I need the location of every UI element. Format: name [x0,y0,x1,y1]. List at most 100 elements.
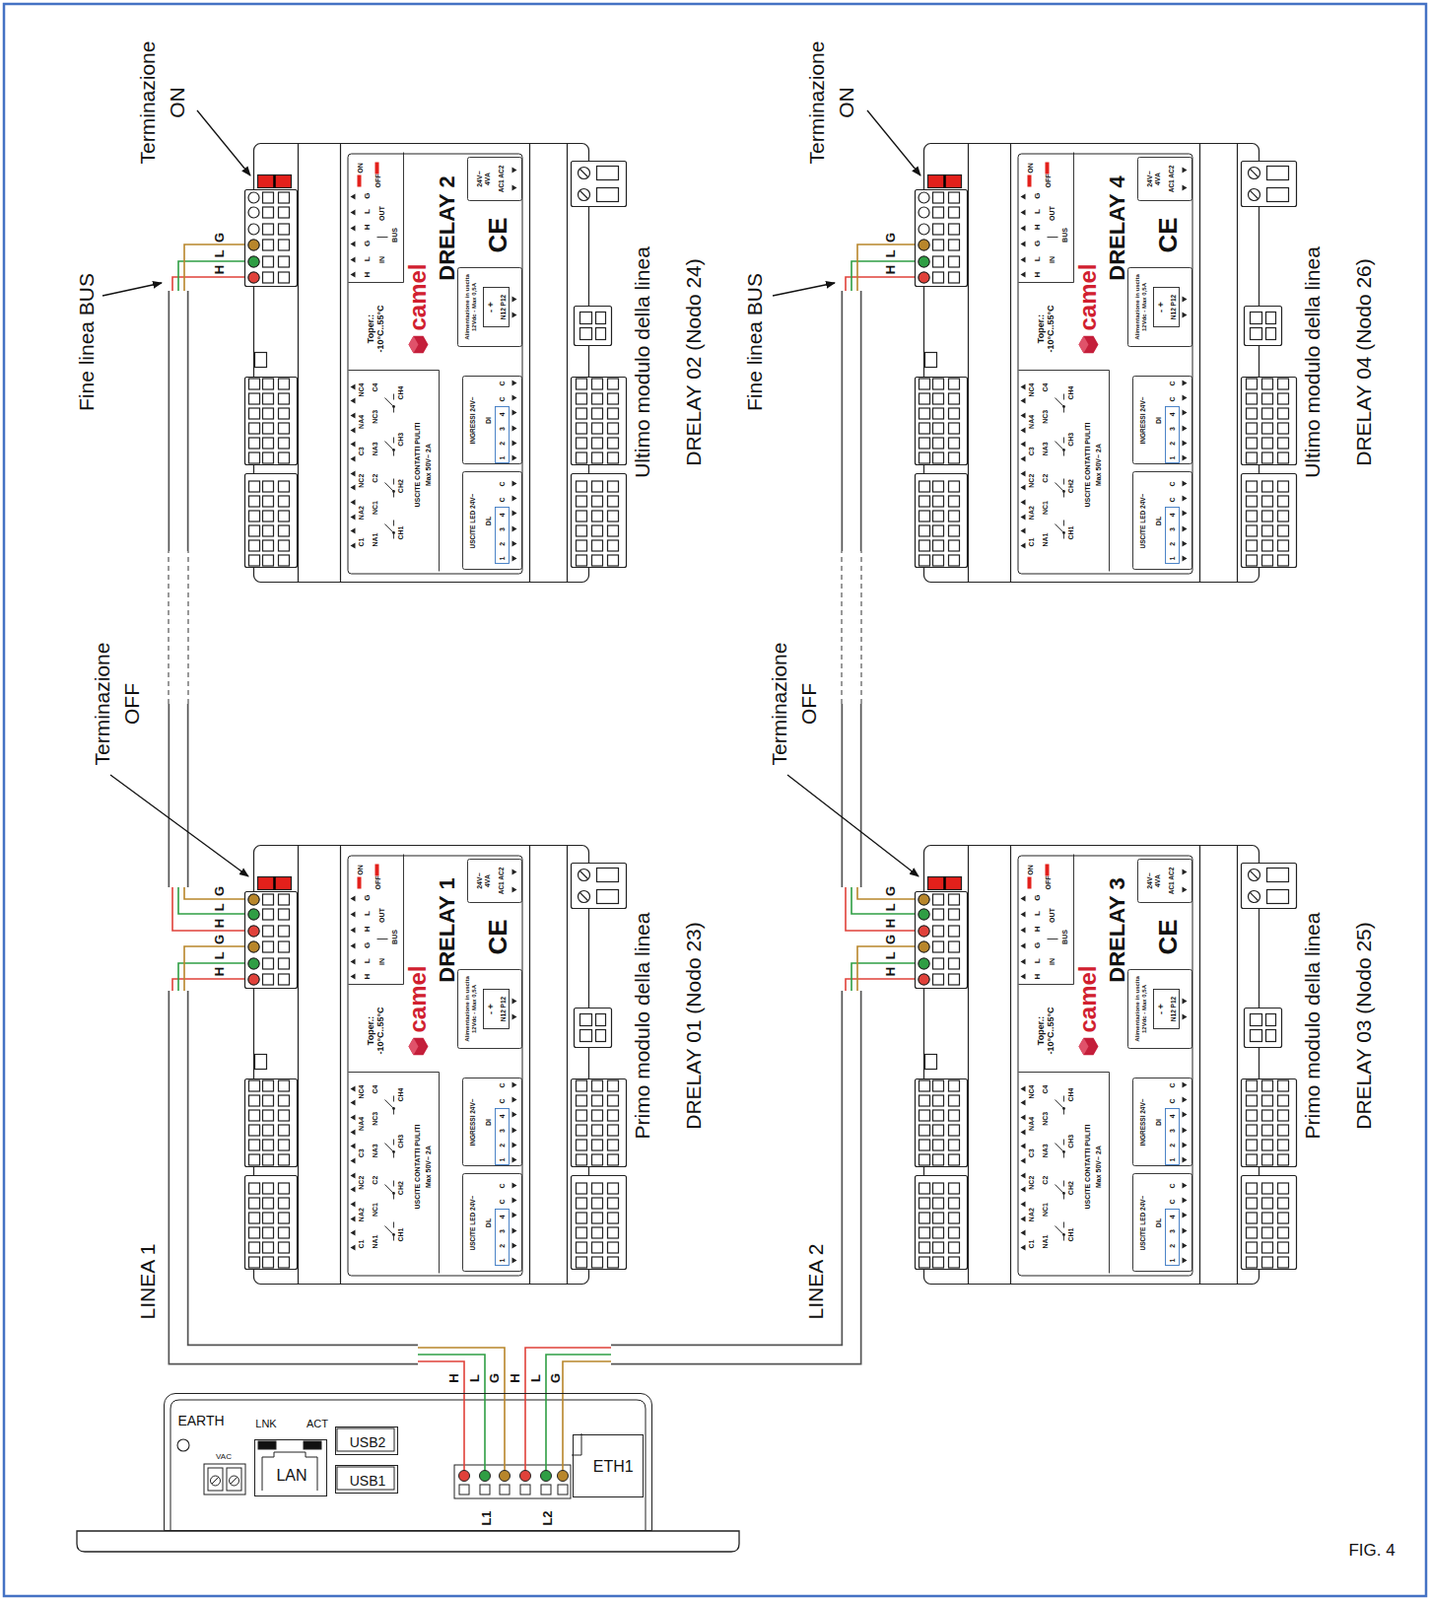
controller-text: LNK [255,1418,276,1430]
signal-name: G [487,1372,501,1383]
drawing-path [197,110,251,176]
panel-text: CE [1154,918,1183,954]
panel-text: camel [405,964,431,1032]
controller-text: ACT [306,1418,329,1430]
panel-text: camel [405,263,431,331]
drawing-circle [479,1470,491,1482]
panel-text: N12 P12 [1168,995,1176,1021]
signal-name: G [547,1372,561,1383]
panel-text: - + [1156,1003,1166,1015]
bus-wire [417,1361,465,1393]
drawing-rect [303,1440,322,1449]
drawing-rect [207,1467,223,1491]
cable-sheath [168,290,190,551]
label-panel: ONOFFH L G H L GINOUTBUSDRELAY 224V~ 4VA… [346,152,523,574]
panel-text: USCITE CONTATTI PULITI [1083,1123,1091,1209]
panel-text: 24V~ 4VA [1145,163,1160,194]
panel-text: USCITE LED 24V~ [1138,1194,1146,1250]
panel-text: H L G H L G [1033,192,1043,277]
drelay-module: Primo modulo della lineaDRELAY 03 (Nodo … [923,844,1259,1284]
panel-text: INGRESSI 24V~ [468,396,476,444]
panel-text: CH1 CH2 CH3 CH4 [396,1087,405,1241]
panel-text: USCITE CONTATTI PULITI [412,421,421,507]
panel-text: AC1 AC2 [496,866,504,894]
signal-name: H L G [212,933,226,975]
callout-label: Terminazione OFF [764,632,824,776]
panel-text: camel [1075,964,1101,1032]
panel-text: IN [377,256,386,264]
panel-text: Alimentazione in uscita 12Vdc - Max 0,5A [1133,969,1147,1047]
cable-omitted [841,550,862,704]
panel-text: - + [485,301,496,313]
module-housing-part [914,844,1296,1284]
panel-text: IN [377,957,386,965]
panel-text: Toper.: -10°C..55°C [365,994,386,1066]
drawing-rect [337,1428,395,1451]
panel-text: OFF [1043,875,1052,889]
panel-text: - + [485,1003,496,1015]
panel-text: N12 P12 [498,995,506,1021]
drawing-rect [258,1440,276,1449]
drawing-path [867,110,921,176]
drawing-rect [226,1467,242,1491]
figure-caption: FIG. 4 [1348,1540,1395,1561]
port-label: ETH1 [593,1458,634,1475]
bus-wire [562,1361,612,1393]
panel-text: IN [1047,256,1056,264]
drawing-path [772,282,835,296]
panel-text: INGRESSI 24V~ [468,1097,476,1146]
drawing-rect [541,1484,551,1495]
cable-core [169,703,188,887]
module-heading: DRELAY 04 (Nodo 26) [1352,258,1376,467]
panel-text: N12 P12 [498,293,506,319]
panel-text: Max 50V~ 2A [423,1145,432,1188]
panel-text: DL [1154,1217,1162,1226]
signal-name: L [529,1373,543,1382]
drawing-g [464,1392,563,1471]
panel-text: NA1 NC1 C2 NA3 NC3 C4 [370,1084,379,1248]
panel-text: C1 NA2 NC2 C3 NA4 NC4 [1026,382,1035,546]
panel-text: BUS [1060,227,1069,243]
panel-text: DL [483,1217,492,1226]
drawing-rect [337,1466,395,1490]
panel-graphics-part [347,853,522,1273]
panel-text: DRELAY 2 [435,175,460,280]
panel-text: camel [1075,263,1101,331]
drawing-circle [499,1470,511,1482]
panel-text: AC1 AC2 [496,164,504,193]
drelay-module: Ultimo modulo della lineaDRELAY 02 (Nodo… [253,142,589,582]
drawing-path [464,1392,526,1471]
panel-graphics-part [1018,853,1192,1273]
drawing-path [102,282,162,296]
cable-core [842,290,861,551]
panel-graphics-part [1018,151,1192,571]
callout-label: LINEA 2 [804,1242,828,1319]
drawing-g [459,1470,569,1482]
module-housing-part [248,239,260,283]
drawing-path [504,1392,563,1471]
panel-text: H L G H L G [363,893,373,979]
panel-text: NA1 NC1 C2 NA3 NC3 C4 [1040,1084,1049,1248]
module-housing-part [914,142,1296,582]
panel-graphics-part [347,151,522,571]
drawing-rect [499,1484,510,1495]
drawing-path [484,1392,546,1471]
panel-text: 24V~ 4VA [475,163,490,194]
drawing-rect [557,1484,568,1495]
module-housing-part [918,239,930,283]
panel-text: OUT [377,907,386,923]
panel-text: AC1 AC2 [1166,866,1174,894]
drawing-rect [459,1484,470,1495]
drawing-path [110,774,249,877]
panel-text: 24V~ 4VA [1145,865,1160,895]
drawing-circle [557,1470,569,1482]
panel-text: Alimentazione in uscita 12Vdc - Max 0,5A [463,969,477,1047]
panel-text: CE [483,918,513,954]
drawing-circle [177,1438,190,1451]
port-label: LAN [275,1467,307,1484]
panel-text: OFF [1043,173,1052,188]
panel-text: 1 2 3 4 C C [1167,1082,1176,1161]
drawing-circle [520,1470,532,1482]
signal-name: H [508,1372,522,1382]
